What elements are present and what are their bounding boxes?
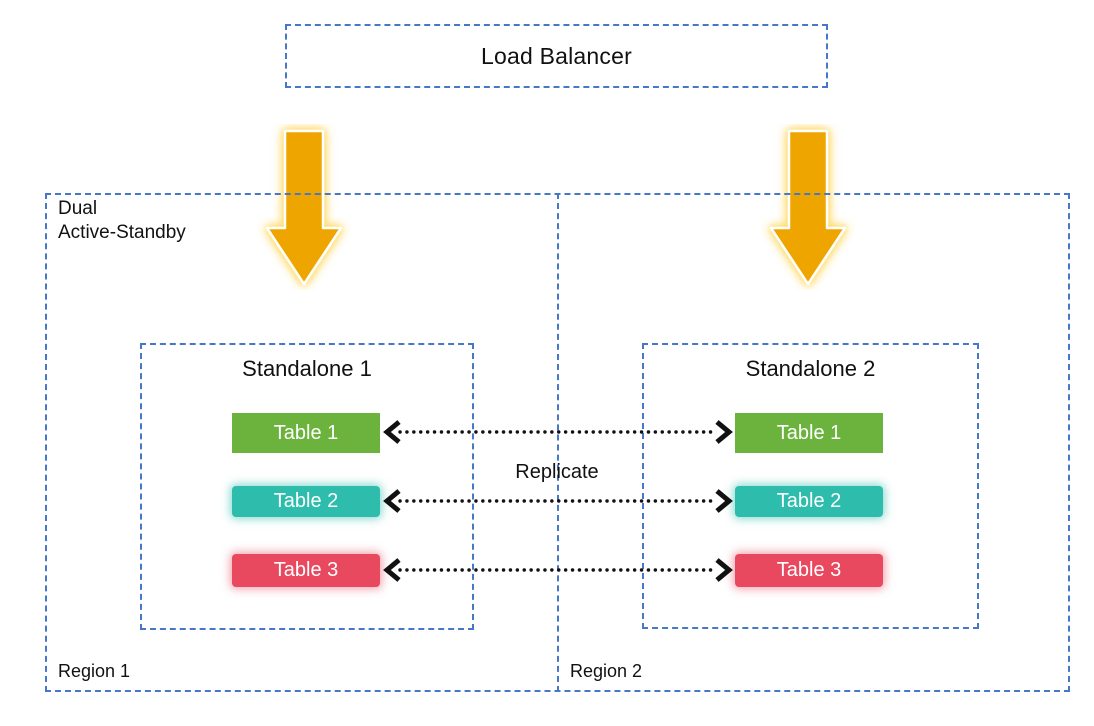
down-arrow-icon <box>769 129 847 286</box>
standalone-1-title: Standalone 1 <box>242 356 372 381</box>
standalone-2-table-1: Table 1 <box>735 413 883 453</box>
deployment-mode-label: Dual Active-Standby <box>58 198 186 243</box>
replication-arrow-icon <box>383 558 733 582</box>
load-balancer-box: Load Balancer <box>285 24 828 88</box>
table-label: Table 1 <box>273 421 339 444</box>
table-label: Table 3 <box>776 559 842 581</box>
standalone-1-table-3: Table 3 <box>232 554 380 587</box>
down-arrow-shape <box>769 129 847 286</box>
replication-arrow-icon <box>383 489 733 513</box>
down-arrow-icon <box>265 129 343 286</box>
replication-arrow-icon <box>383 420 733 444</box>
standalone-2-title: Standalone 2 <box>745 356 876 381</box>
standalone-2-table-2: Table 2 <box>735 486 883 517</box>
region-2-label: Region 2 <box>570 661 643 681</box>
standalone-1-box: Standalone 1 <box>140 343 474 630</box>
region-divider-line <box>557 193 559 692</box>
standalone-1-table-1: Table 1 <box>232 413 380 453</box>
region-1-label: Region 1 <box>58 661 131 681</box>
load-balancer-label: Load Balancer <box>481 42 632 69</box>
standalone-2-table-3: Table 3 <box>735 554 883 587</box>
table-label: Table 2 <box>273 490 339 512</box>
table-label: Table 2 <box>776 490 842 512</box>
table-label: Table 3 <box>273 559 339 581</box>
table-label: Table 1 <box>776 421 842 444</box>
standalone-1-table-2: Table 2 <box>232 486 380 517</box>
down-arrow-shape <box>265 129 343 286</box>
standalone-2-box: Standalone 2 <box>642 343 979 629</box>
replicate-label: Replicate <box>515 461 599 483</box>
